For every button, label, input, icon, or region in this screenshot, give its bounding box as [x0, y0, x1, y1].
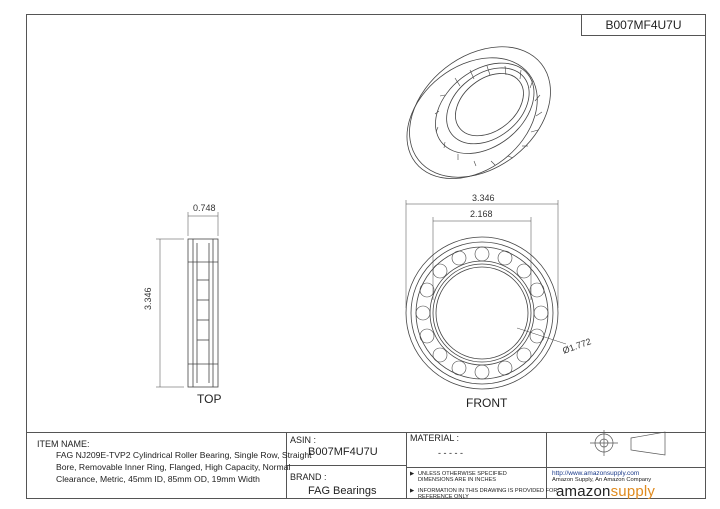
tb-divider-3 [546, 432, 547, 499]
tb-divider-5 [406, 467, 706, 468]
item-name-line-3: Clearance, Metric, 45mm ID, 85mm OD, 19m… [56, 474, 260, 484]
note2-line-1: INFORMATION IN THIS DRAWING IS PROVIDED … [418, 488, 558, 494]
material-label: MATERIAL : [410, 433, 460, 443]
roller-ring [415, 246, 549, 380]
top-view-label: TOP [197, 392, 222, 406]
brand-value: FAG Bearings [308, 485, 377, 497]
note-bullet-2: ▶ [410, 488, 415, 494]
dim-height: 3.346 [143, 287, 153, 310]
tb-divider-4 [286, 465, 406, 466]
asin-value: B007MF4U7U [308, 446, 378, 458]
header-asin: B007MF4U7U [581, 14, 706, 36]
brand-label: BRAND : [290, 472, 327, 482]
amazon-supply-logo: amazonsupply [556, 483, 655, 500]
material-value: - - - - - [438, 448, 463, 458]
front-view-label: FRONT [466, 396, 508, 410]
iso-bearing-view [406, 46, 551, 179]
dim-outer: 3.346 [472, 193, 495, 203]
supply-url[interactable]: http://www.amazonsupply.com [552, 470, 640, 477]
item-name-line-1: FAG NJ209E-TVP2 Cylindrical Roller Beari… [56, 450, 312, 460]
tb-divider-2 [406, 432, 407, 499]
top-view [156, 212, 219, 388]
item-name-label: ITEM NAME: [37, 439, 90, 449]
asin-label: ASIN : [290, 435, 317, 445]
logo-amazon: amazon [556, 483, 611, 500]
company-name: Amazon Supply, An Amazon Company [552, 477, 652, 483]
title-block [26, 432, 706, 499]
front-view [405, 200, 567, 390]
dim-width: 0.748 [193, 203, 216, 213]
logo-supply: supply [610, 483, 656, 500]
note1-line-2: DIMENSIONS ARE IN INCHES [418, 477, 497, 483]
note1-line-1: UNLESS OTHERWISE SPECIFIED [418, 471, 507, 477]
projection-symbol [590, 430, 666, 456]
dim-inner: 2.168 [470, 209, 493, 219]
note2-line-2: REFERENCE ONLY [418, 494, 469, 500]
note-bullet-1: ▶ [410, 471, 415, 477]
item-name-line-2: Bore, Removable Inner Ring, Flanged, Hig… [56, 462, 291, 472]
